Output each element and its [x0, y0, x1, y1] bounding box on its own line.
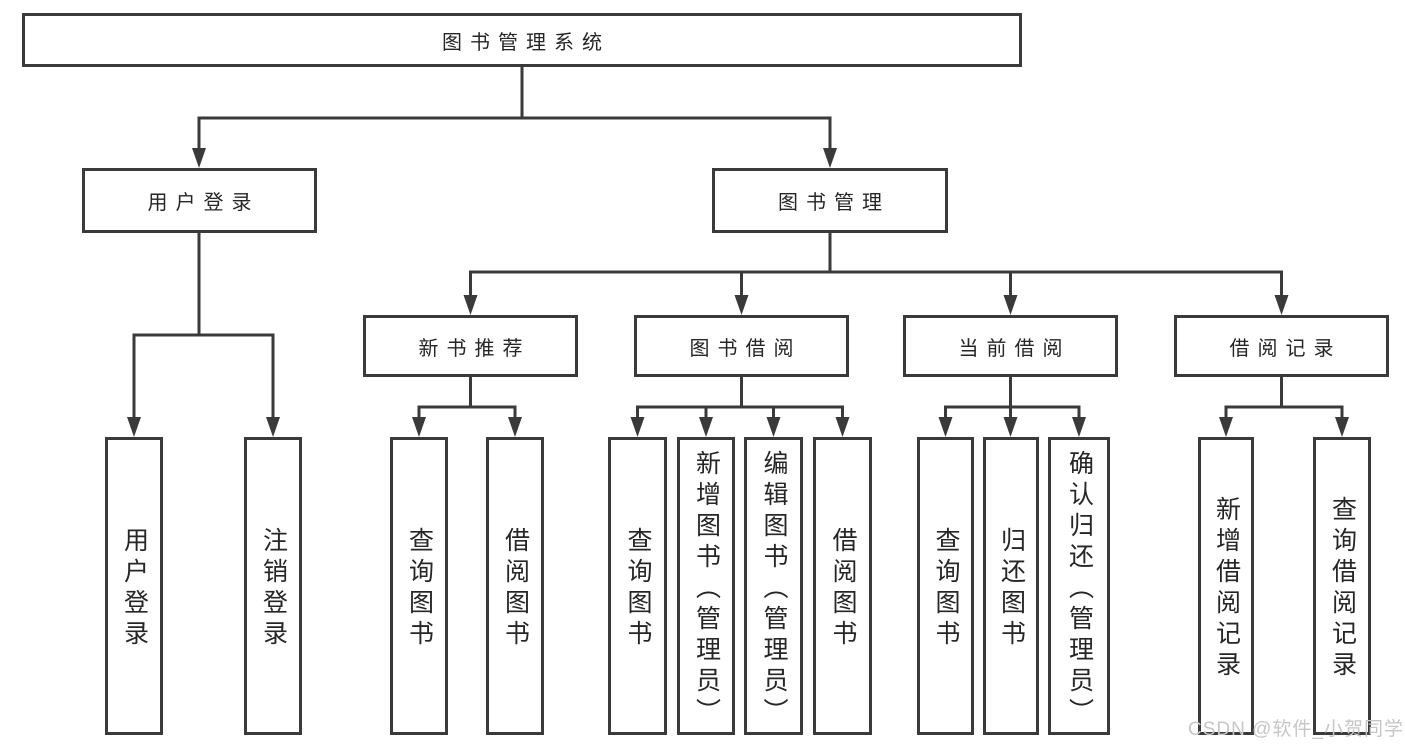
- arrowhead: [1003, 417, 1018, 437]
- arrowhead: [127, 417, 141, 437]
- node-borrow-record-label: 借阅记录: [1229, 337, 1342, 360]
- arrowhead: [463, 295, 478, 315]
- node-new-book-recommend: 新书推荐: [363, 315, 578, 377]
- arrowhead: [192, 148, 206, 168]
- node-leaf-logout: 注销登录: [244, 437, 302, 735]
- node-leaf-user-login: 用户登录: [105, 437, 163, 735]
- node-current-borrow-label: 当前借阅: [958, 337, 1071, 360]
- node-leaf-cb-query-books: 查询图书: [917, 437, 974, 735]
- node-leaf-nbr-borrow-books-label: 借阅图书: [501, 527, 530, 651]
- node-book-management-label: 图书管理: [778, 192, 890, 214]
- node-user-login-label: 用户登录: [147, 192, 260, 214]
- arrowhead: [938, 417, 953, 437]
- arrowhead: [266, 417, 280, 437]
- node-root-label: 图书管理系统: [442, 31, 610, 54]
- arrowhead: [734, 295, 749, 315]
- node-book-borrow-label: 图书借阅: [689, 337, 802, 360]
- arrowhead: [1219, 417, 1233, 437]
- node-leaf-nbr-borrow-books: 借阅图书: [486, 437, 544, 735]
- node-leaf-br-query-record-label: 查询借阅记录: [1328, 496, 1357, 682]
- arrowhead: [1072, 417, 1086, 437]
- node-leaf-user-login-label: 用户登录: [120, 527, 149, 651]
- node-leaf-cb-confirm-return-admin-label: 确认归还（管理员）: [1065, 449, 1094, 729]
- node-current-borrow: 当前借阅: [903, 315, 1118, 377]
- node-borrow-record: 借阅记录: [1174, 315, 1389, 377]
- node-leaf-cb-return-books: 归还图书: [983, 437, 1039, 735]
- arrowhead: [508, 417, 522, 437]
- node-leaf-bb-edit-books-admin: 编辑图书（管理员）: [744, 437, 803, 735]
- node-leaf-cb-return-books-label: 归还图书: [997, 527, 1026, 651]
- node-leaf-bb-query-books: 查询图书: [608, 437, 667, 735]
- node-book-borrow: 图书借阅: [634, 315, 849, 377]
- node-leaf-bb-add-books-admin: 新增图书（管理员）: [677, 437, 735, 735]
- node-leaf-cb-query-books-label: 查询图书: [932, 527, 960, 651]
- node-leaf-bb-query-books-label: 查询图书: [624, 527, 652, 651]
- arrowhead: [835, 417, 850, 437]
- node-leaf-br-query-record: 查询借阅记录: [1313, 437, 1371, 735]
- node-leaf-br-add-record: 新增借阅记录: [1198, 437, 1254, 735]
- arrowhead: [412, 417, 426, 437]
- node-leaf-bb-edit-books-admin-label: 编辑图书（管理员）: [760, 449, 788, 729]
- node-user-login: 用户登录: [82, 168, 317, 233]
- arrowhead: [1003, 295, 1018, 315]
- arrowhead: [766, 417, 781, 437]
- node-leaf-logout-label: 注销登录: [259, 527, 288, 651]
- node-leaf-cb-confirm-return-admin: 确认归还（管理员）: [1048, 437, 1110, 735]
- csdn-watermark: CSDN @软件_小贺同学: [1188, 719, 1404, 740]
- node-leaf-nbr-query-books-label: 查询图书: [405, 527, 434, 651]
- arrowhead: [699, 417, 713, 437]
- node-new-book-recommend-label: 新书推荐: [418, 337, 531, 360]
- node-book-management: 图书管理: [712, 168, 948, 233]
- arrowhead: [1274, 295, 1289, 315]
- arrowhead: [823, 148, 837, 168]
- node-leaf-nbr-query-books: 查询图书: [390, 437, 448, 735]
- node-leaf-bb-borrow-books-label: 借阅图书: [829, 527, 857, 651]
- node-root: 图书管理系统: [22, 13, 1022, 67]
- node-leaf-br-add-record-label: 新增借阅记录: [1212, 496, 1241, 682]
- node-leaf-bb-add-books-admin-label: 新增图书（管理员）: [692, 449, 721, 729]
- arrowhead: [1335, 417, 1349, 437]
- arrowhead: [630, 417, 645, 437]
- node-leaf-bb-borrow-books: 借阅图书: [813, 437, 872, 735]
